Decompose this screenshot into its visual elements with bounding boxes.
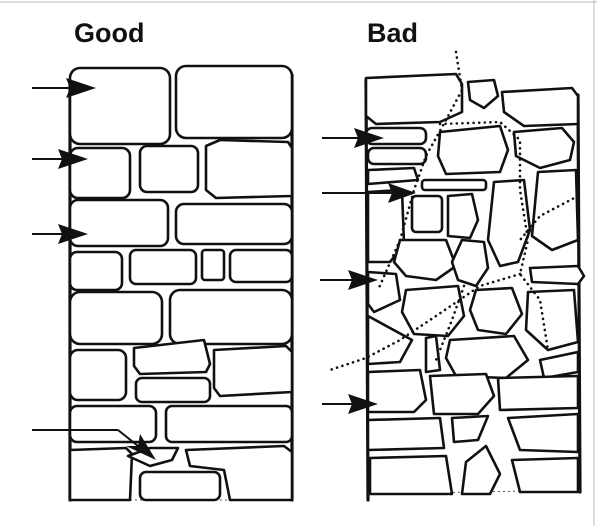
bad-sliver-stone (540, 352, 578, 378)
good-stone (230, 250, 292, 282)
good-stone (166, 406, 292, 442)
bad-rubble-stone (368, 418, 444, 450)
good-stone (176, 66, 292, 138)
bad-rubble-stone (526, 290, 578, 350)
bad-rubble-stone (512, 458, 578, 492)
bad-rubble-stone (452, 416, 488, 442)
bad-rubble-stone (448, 194, 478, 238)
bad-rubble-stone (498, 376, 578, 410)
good-stone (140, 472, 220, 500)
bad-rubble-stone (446, 336, 528, 378)
bad-rubble-stone (470, 288, 522, 334)
good-stone (70, 68, 170, 144)
good-stone (70, 448, 132, 500)
bad-rubble-stone (532, 170, 578, 250)
bad-rubble-stone (508, 414, 578, 452)
good-stone (70, 292, 162, 344)
bad-rubble-stone (438, 126, 508, 174)
bad-rubble-stone (402, 286, 464, 336)
good-stone (130, 250, 196, 284)
bad-rubble-stone (368, 272, 400, 312)
bad-wall (320, 52, 584, 500)
bad-rubble-stone (368, 370, 426, 412)
bad-stone (366, 74, 462, 124)
good-stone (140, 146, 198, 192)
bad-rubble-stone (368, 316, 412, 364)
good-stone (70, 148, 130, 198)
good-stone (206, 140, 292, 198)
bad-sliver-stone (368, 148, 426, 164)
good-stone (70, 406, 156, 442)
bad-rubble-stone (394, 240, 456, 280)
bad-rubble-stone (430, 374, 494, 414)
bad-sliver-stone (368, 168, 418, 184)
good-stone (136, 378, 210, 402)
good-stone (70, 200, 168, 246)
bad-rubble-stone (412, 196, 442, 232)
good-stone (170, 290, 292, 344)
good-stone (176, 204, 292, 244)
bad-sliver-stone (422, 180, 486, 190)
bad-rubble-stone (452, 240, 488, 286)
good-wall (32, 66, 292, 500)
bad-cap-stone (468, 80, 498, 108)
good-stone (202, 250, 224, 280)
good-stone (70, 350, 126, 400)
bad-rubble-stone (462, 446, 500, 494)
good-stone (214, 346, 292, 396)
good-stone (70, 252, 122, 290)
bad-rubble-stone (514, 128, 574, 168)
bad-sliver-stone (530, 266, 584, 284)
bad-stone (502, 88, 578, 126)
bad-rubble-stone (370, 456, 452, 494)
